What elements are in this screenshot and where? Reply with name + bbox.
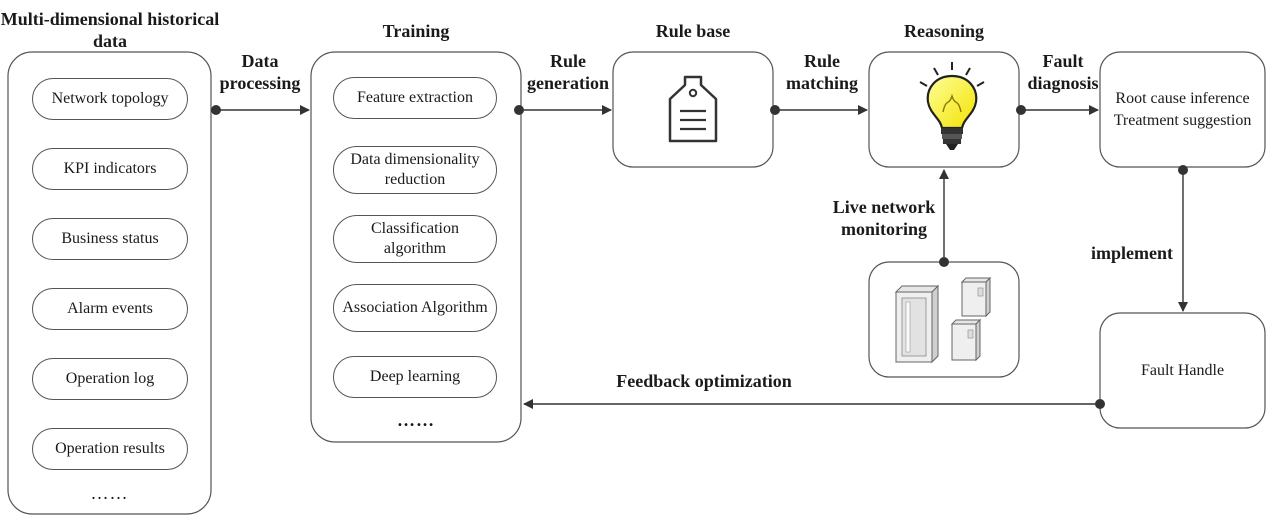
arrow-rule-generation <box>514 105 612 115</box>
lightbulb-icon <box>919 62 985 150</box>
label-rule-generation: Rule generation <box>527 51 609 93</box>
historical-item: Network topology <box>32 78 188 120</box>
label-feedback-optimization: Feedback optimization <box>616 371 792 391</box>
label-rule-matching: Rule matching <box>786 51 858 93</box>
arrow-live-monitoring <box>939 169 949 267</box>
training-item: Feature extraction <box>333 77 497 119</box>
label-live-monitoring: Live network monitoring <box>832 197 936 239</box>
root-cause-text: Root cause inference Treatment suggestio… <box>1113 89 1252 129</box>
historical-data-title: Multi-dimensional historical data <box>0 9 220 51</box>
label-implement: implement <box>1091 243 1173 263</box>
training-item: Deep learning <box>333 356 497 398</box>
label-fault-diagnosis: Fault diagnosis <box>1027 51 1099 93</box>
training-item: Data dimensionality reduction <box>333 146 497 194</box>
fault-handle-text: Fault Handle <box>1140 361 1225 379</box>
historical-item: Operation log <box>32 358 188 400</box>
fault-handle-box <box>1099 312 1266 429</box>
arrow-fault-diagnosis <box>1016 105 1099 115</box>
monitoring-box <box>868 261 1020 378</box>
training-more: …… <box>397 410 435 430</box>
arrow-data-processing <box>211 105 310 115</box>
rule-base-title: Rule base <box>655 21 731 41</box>
training-title: Training <box>382 21 450 41</box>
document-tag-icon <box>668 75 718 143</box>
label-data-processing: Data processing <box>219 51 301 93</box>
historical-item: Alarm events <box>32 288 188 330</box>
server-cabinets-icon <box>894 276 992 364</box>
historical-item: Operation results <box>32 428 188 470</box>
historical-item: KPI indicators <box>32 148 188 190</box>
historical-item: Business status <box>32 218 188 260</box>
arrow-rule-matching <box>770 105 868 115</box>
historical-more: …… <box>90 483 129 503</box>
arrow-feedback <box>523 399 1105 409</box>
training-item: Classification algorithm <box>333 215 497 263</box>
arrow-implement <box>1178 165 1188 312</box>
training-item: Association Algorithm <box>333 284 497 332</box>
reasoning-title: Reasoning <box>903 21 984 41</box>
